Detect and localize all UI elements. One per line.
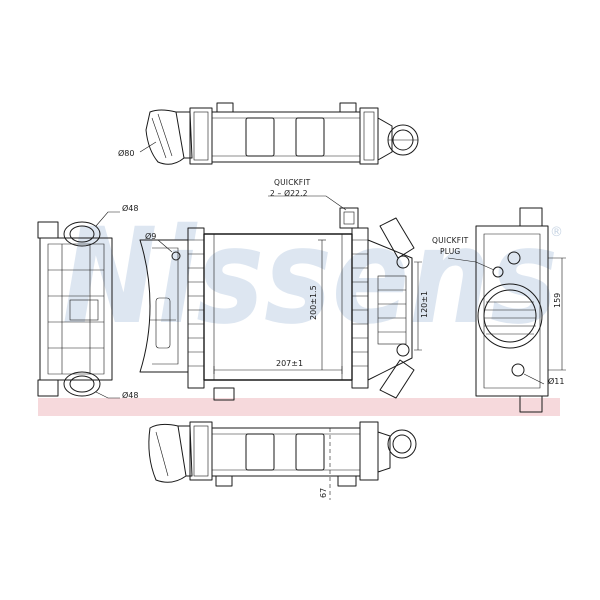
core-width-label: 207±1 [276, 359, 303, 368]
bottom-view: 67 [148, 421, 417, 500]
quickfit-plug-label-line1: QUICKFIT [432, 236, 469, 245]
quickfit-top-label: QUICKFIT [274, 178, 311, 187]
left-upper-port-label: Ø48 [122, 203, 138, 213]
left-lower-port-label: Ø48 [122, 390, 138, 400]
watermark-band [38, 398, 560, 416]
core-height-label: 200±1.5 [309, 285, 318, 320]
top-view: Ø80 [118, 102, 419, 165]
left-side-view: Ø48 Ø48 [37, 203, 138, 400]
right-bolt-label: Ø11 [548, 376, 564, 386]
bottom-depth-label: 67 [319, 488, 328, 498]
quickfit-top-size-label: 2 – Ø22.2 [270, 189, 308, 198]
watermark-registered-mark: ® [550, 225, 563, 240]
right-height-label: 159 [553, 293, 562, 308]
right-side-view: 159 Ø11 QUICKFIT PLUG [432, 207, 566, 413]
front-view: Ø9 207±1 200±1.5 120±1 QUICKFIT [139, 178, 429, 401]
watermark-logo: Nissens [62, 200, 558, 354]
side-hole-label: Ø9 [145, 231, 156, 241]
quickfit-plug-label-line2: PLUG [440, 247, 460, 256]
tank-height-label: 120±1 [420, 291, 429, 318]
top-pipe-diameter-label: Ø80 [118, 148, 134, 158]
